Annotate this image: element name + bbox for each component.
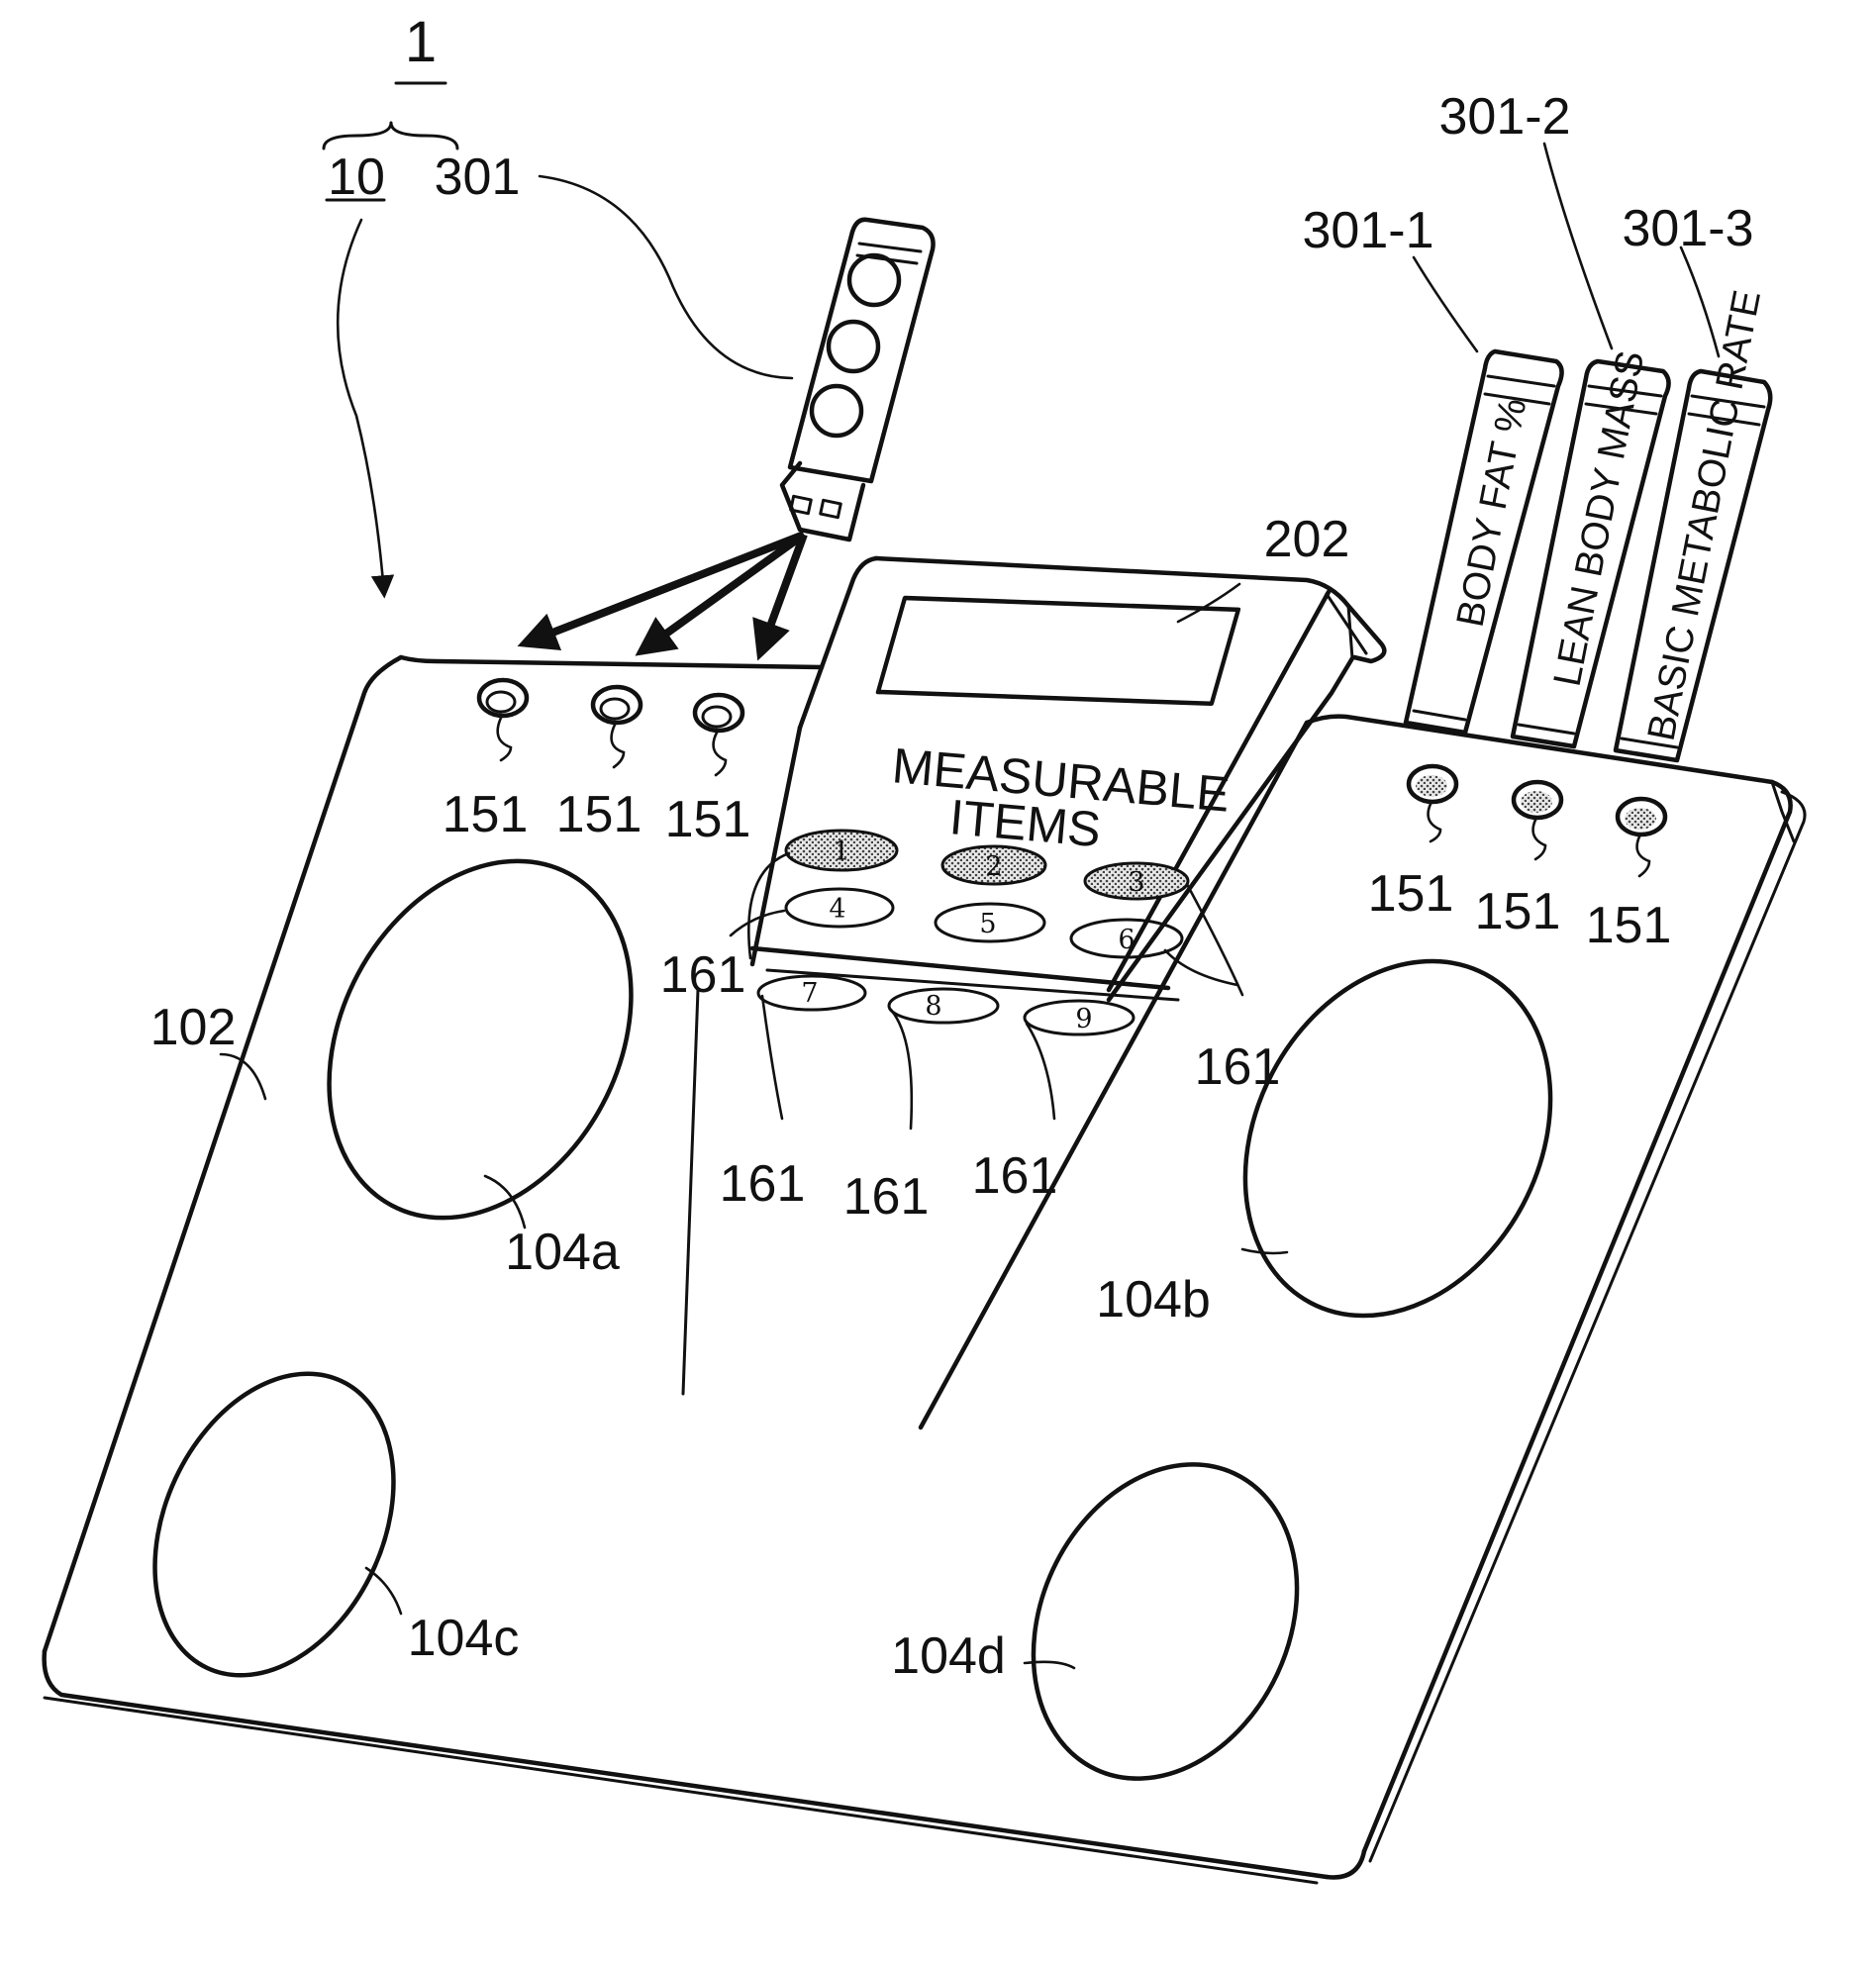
key-2[interactable]: 2: [942, 846, 1045, 884]
insertion-arrows: [525, 535, 804, 653]
svg-text:1: 1: [833, 836, 849, 867]
svg-text:8: 8: [925, 991, 941, 1022]
label-cartridge-301: 301: [435, 148, 521, 206]
label-socket-151: 151: [1368, 865, 1454, 923]
key-5[interactable]: 5: [936, 904, 1044, 941]
key-9[interactable]: 9: [1025, 1001, 1134, 1034]
label-socket-151: 151: [443, 786, 529, 843]
label-cartridge-301-2: 301-2: [1439, 88, 1571, 146]
label-key-161: 161: [1195, 1038, 1281, 1096]
key-1[interactable]: 1: [786, 831, 897, 870]
label-socket-151: 151: [1586, 897, 1672, 954]
display-screen: [878, 598, 1238, 704]
electrode-104c: [109, 1335, 441, 1715]
svg-text:6: 6: [1118, 925, 1135, 955]
label-electrode-104c: 104c: [408, 1610, 520, 1667]
label-key-161: 161: [972, 1147, 1058, 1205]
svg-text:2: 2: [985, 851, 1002, 882]
cartridge-301-1: BODY FAT %: [1406, 351, 1562, 733]
label-socket-151: 151: [556, 786, 642, 843]
key-8[interactable]: 8: [889, 989, 998, 1023]
svg-text:9: 9: [1075, 1004, 1092, 1034]
svg-text:BASIC METABOLIC RATE: BASIC METABOLIC RATE: [1640, 287, 1769, 744]
svg-text:7: 7: [801, 978, 818, 1009]
label-electrode-104d: 104d: [891, 1627, 1006, 1685]
label-electrode-104a: 104a: [505, 1224, 620, 1281]
label-display-202: 202: [1264, 511, 1350, 568]
label-key-161: 161: [660, 946, 746, 1004]
label-device-10: 10: [328, 148, 385, 206]
electrode-104d: [984, 1422, 1346, 1822]
label-electrode-104b: 104b: [1096, 1271, 1211, 1328]
label-socket-151: 151: [665, 791, 751, 848]
key-3[interactable]: 3: [1085, 863, 1188, 899]
device-reference-arrow: [338, 220, 384, 594]
label-system-1: 1: [405, 10, 437, 74]
label-socket-151: 151: [1475, 883, 1561, 940]
label-key-161: 161: [720, 1155, 806, 1213]
label-platform-102: 102: [150, 999, 237, 1056]
svg-text:5: 5: [979, 909, 996, 939]
svg-text:3: 3: [1128, 867, 1144, 898]
label-cartridge-301-1: 301-1: [1303, 202, 1434, 259]
key-7[interactable]: 7: [758, 976, 865, 1010]
sockets-left: [479, 680, 742, 731]
label-key-161: 161: [843, 1168, 930, 1226]
platform-body: [45, 657, 1805, 1883]
electrode-104a: [269, 809, 691, 1271]
svg-text:4: 4: [829, 894, 845, 925]
usb-cartridge-301: [782, 220, 934, 540]
key-4[interactable]: 4: [786, 889, 893, 927]
label-cartridge-301-3: 301-3: [1623, 200, 1754, 257]
electrode-104b: [1185, 908, 1610, 1369]
sockets-right: [1409, 766, 1665, 835]
cartridge-301-2: LEAN BODY MASS: [1513, 347, 1669, 746]
